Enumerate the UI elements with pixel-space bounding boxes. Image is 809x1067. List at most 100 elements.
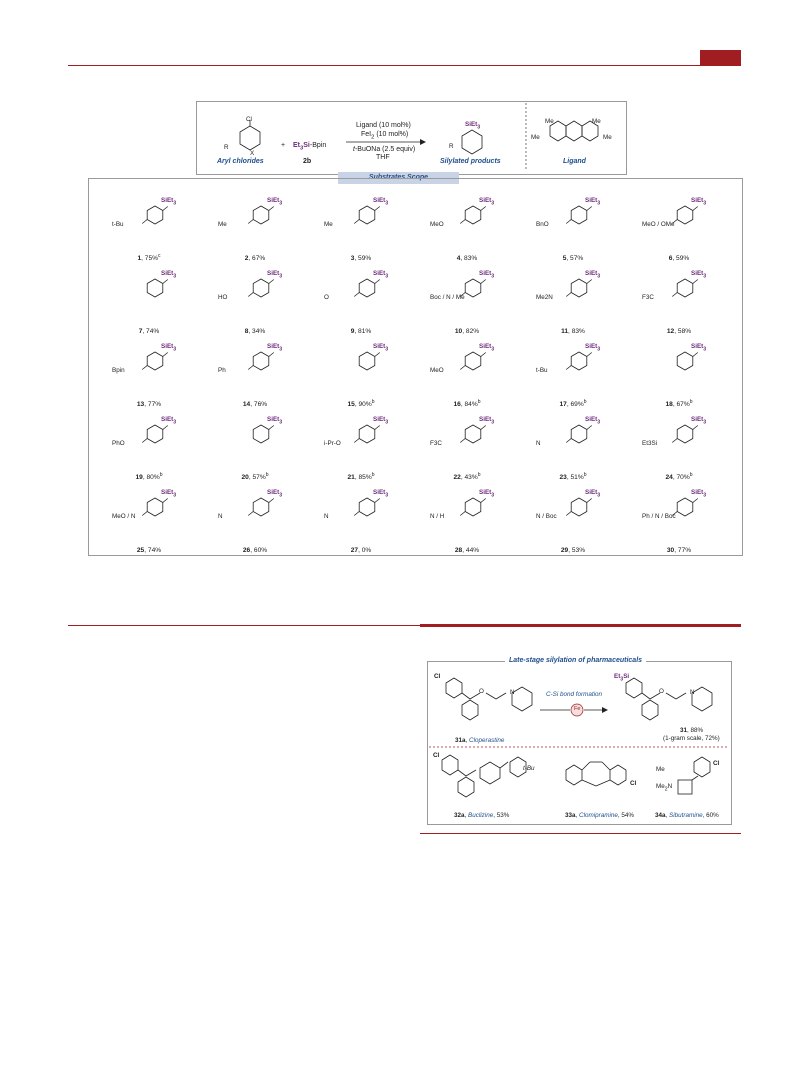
compound-23-structure — [565, 424, 593, 444]
substituent-bond — [671, 438, 678, 443]
benzene-ring — [676, 278, 694, 298]
benzene-ring — [464, 497, 482, 517]
compound-label: 6, 59% — [668, 255, 690, 262]
sibutramine-label: 34a, Sibutramine, 60% — [655, 812, 719, 819]
sieet3-label: SiEt3 — [691, 270, 707, 280]
section-rule-left — [68, 625, 420, 626]
substituent-bond — [459, 438, 466, 443]
compound-label: 24, 70%b — [665, 471, 693, 481]
header-red-block — [700, 50, 741, 65]
si-bond — [268, 425, 275, 430]
substituent-label: N — [218, 513, 223, 520]
compound-10-structure — [459, 278, 487, 298]
sieet3-label: SiEt3 — [267, 343, 283, 353]
si-bond — [162, 425, 169, 430]
substituent-bond — [565, 511, 572, 516]
sieet3-label: SiEt3 — [479, 489, 495, 499]
substituent-label: Et3Si — [642, 440, 658, 447]
compound-12-structure — [671, 278, 699, 298]
substituent-bond — [141, 438, 148, 443]
compound-7: SiEt3 7, 74% — [96, 262, 202, 335]
substituent-label: F3C — [642, 294, 654, 301]
condition-fei2: FeI2 (10 mol%) — [361, 131, 409, 141]
substituent-bond — [353, 219, 360, 224]
si-bond — [586, 206, 593, 211]
sieet3-label: SiEt3 — [161, 270, 177, 280]
si-bond — [692, 279, 699, 284]
compound-label: 20, 57%b — [241, 471, 269, 481]
sibutramine-nme2: Me2N — [656, 783, 673, 793]
si-bond — [692, 352, 699, 357]
sieet3-label: SiEt3 — [585, 489, 601, 499]
start-id: 31a, Cloperastine — [455, 737, 505, 744]
benzene-ring — [146, 278, 164, 298]
compound-4-structure — [459, 205, 487, 225]
ligand-structure — [549, 120, 599, 142]
reaction-arrow — [346, 139, 426, 145]
sieet3-label: SiEt3 — [267, 197, 283, 207]
benzene-ring — [464, 351, 482, 371]
compound-28-structure — [459, 497, 487, 517]
benzene-ring — [570, 278, 588, 298]
si-bond — [374, 206, 381, 211]
substituent-bond — [353, 511, 360, 516]
benzene-ring — [676, 351, 694, 371]
compound-27-structure — [353, 497, 381, 517]
reagent-2b-label: Et3Si-Bpin — [293, 142, 327, 152]
condition-base: t-BuONa (2.5 equiv) — [353, 146, 416, 153]
substituent-bond — [247, 292, 254, 297]
section-rule-right — [420, 624, 741, 627]
si-bond — [162, 279, 169, 284]
compound-20-structure — [252, 424, 275, 444]
benzene-ring — [358, 497, 376, 517]
substituent-bond — [671, 292, 678, 297]
benzene-ring — [570, 351, 588, 371]
si-bond — [480, 352, 487, 357]
clomipramine-cl: Cl — [630, 780, 637, 787]
substituent-label: i-Pr-O — [324, 440, 341, 447]
compound-label: 7, 74% — [138, 328, 160, 335]
substituent-label: Bpin — [112, 367, 125, 374]
sieet3-label: SiEt3 — [479, 343, 495, 353]
compound-18-structure — [676, 351, 699, 371]
benzene-ring — [146, 205, 164, 225]
compound-label: 15, 90%b — [347, 398, 375, 408]
late-stage-title: Late-stage silylation of pharmaceuticals — [505, 657, 647, 664]
si-bond — [586, 279, 593, 284]
sieet3-label: SiEt3 — [373, 416, 389, 426]
substituent-label: t-Bu — [536, 367, 548, 374]
substituent-label: PhO — [112, 440, 125, 447]
substituent-bond — [459, 365, 466, 370]
condition-ligand: Ligand (10 mol%) — [356, 122, 411, 129]
silylated-products-label: Silylated products — [440, 158, 501, 165]
substituent-bond — [565, 219, 572, 224]
benzene-ring — [252, 278, 270, 298]
substituent-bond — [459, 511, 466, 516]
si-bond — [692, 206, 699, 211]
plus-sign: + — [281, 142, 286, 149]
compound-label: 18, 67%b — [665, 398, 693, 408]
substituent-label: HO — [218, 294, 228, 301]
compound-19-structure — [141, 424, 169, 444]
substituent-label: Me2N — [536, 294, 553, 301]
compound-label: 25, 74% — [136, 547, 162, 554]
ligand-me3: Me — [592, 118, 601, 125]
benzene-ring — [252, 424, 270, 444]
sieet3-label: SiEt3 — [161, 489, 177, 499]
si-bond — [480, 279, 487, 284]
compound-label: 19, 80%b — [135, 471, 163, 481]
si-bond — [586, 352, 593, 357]
si-bond — [480, 498, 487, 503]
sibutramine-structure — [677, 756, 711, 795]
